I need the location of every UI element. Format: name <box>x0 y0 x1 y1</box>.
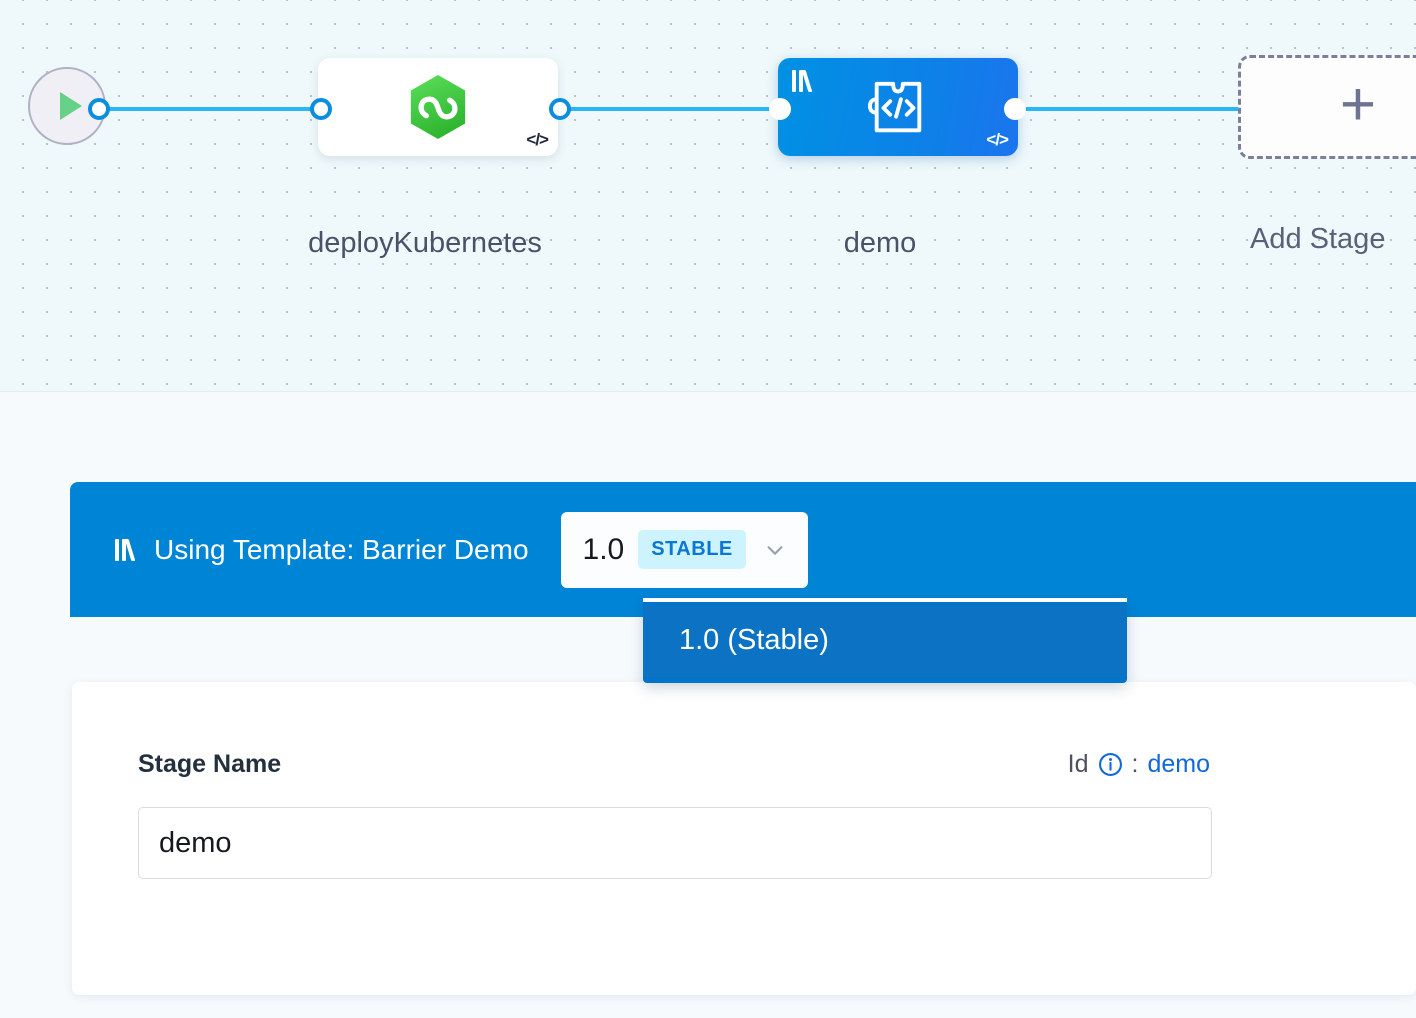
add-stage-label: Add Stage <box>1250 223 1386 255</box>
stage-node-deploykubernetes[interactable]: </> <box>318 58 558 156</box>
stage-label-deploykubernetes: deployKubernetes <box>308 227 542 259</box>
code-view-icon[interactable]: </> <box>526 130 549 149</box>
pipeline-canvas[interactable]: </> </> + deployKubernetes demo Add Stag… <box>0 0 1416 392</box>
status-badge: STABLE <box>638 530 746 569</box>
using-template-text: Using Template: Barrier Demo <box>154 533 529 565</box>
connector-start-to-stage1 <box>96 107 328 111</box>
dropdown-option-1-0-stable[interactable]: 1.0 (Stable) <box>643 606 1127 677</box>
play-icon <box>59 92 82 120</box>
id-value: demo <box>1147 750 1210 778</box>
using-template-banner: Using Template: Barrier Demo 1.0 STABLE <box>70 482 1416 617</box>
stage-name-card: Stage Name Id : demo <box>72 682 1416 995</box>
template-library-icon <box>115 538 136 561</box>
code-view-icon[interactable]: </> <box>986 130 1009 149</box>
template-code-puzzle-icon <box>867 81 922 133</box>
port-stage1-out[interactable] <box>549 98 571 120</box>
connector-stage2-to-add-stage <box>1006 107 1242 111</box>
port-start-out[interactable] <box>88 98 110 120</box>
stage-name-row: Stage Name Id : demo <box>138 750 1210 779</box>
template-version-value: 1.0 <box>582 532 625 566</box>
info-circle-icon[interactable] <box>1098 752 1123 777</box>
port-stage2-out[interactable] <box>1004 98 1026 120</box>
stage-label-demo: demo <box>843 227 917 259</box>
template-library-icon <box>792 70 813 92</box>
stage-name-input[interactable] <box>138 807 1212 879</box>
template-version-selector[interactable]: 1.0 STABLE <box>560 511 808 588</box>
id-separator: : <box>1131 750 1139 778</box>
stage-node-demo[interactable]: </> <box>778 58 1018 156</box>
harness-cd-hexagon-icon <box>410 75 466 139</box>
connector-stage1-to-stage2 <box>552 107 792 111</box>
add-stage-node[interactable]: + <box>1238 55 1416 159</box>
id-label: Id <box>1067 750 1089 778</box>
stage-id-display: Id : demo <box>1068 750 1210 779</box>
chevron-down-icon <box>767 545 783 555</box>
stage-name-label: Stage Name <box>138 750 282 778</box>
port-stage1-in[interactable] <box>310 98 332 120</box>
plus-icon: + <box>1339 70 1377 139</box>
port-stage2-in[interactable] <box>769 98 791 120</box>
template-version-dropdown[interactable]: 1.0 (Stable) <box>643 598 1127 683</box>
stage-config-panel: Using Template: Barrier Demo 1.0 STABLE … <box>0 393 1416 1018</box>
